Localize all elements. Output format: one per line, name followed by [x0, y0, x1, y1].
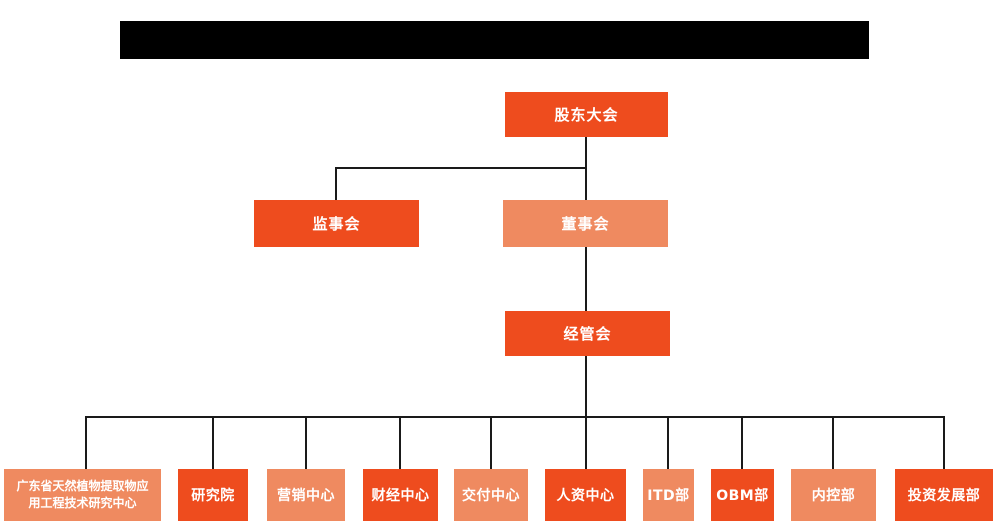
org-node-hr-center: 人资中心 — [545, 469, 626, 521]
org-node-investment-dev-dept: 投资发展部 — [895, 469, 993, 521]
connector-line-drop-investment — [943, 416, 945, 469]
org-node-label: ITD部 — [647, 488, 690, 504]
redacted-title-bar — [120, 21, 869, 59]
connector-line-bottom-bus — [85, 416, 945, 418]
org-node-label: 董事会 — [561, 215, 610, 233]
connector-line-board-to-management — [585, 247, 587, 311]
org-node-label: 监事会 — [312, 215, 361, 233]
org-node-research-institute: 研究院 — [178, 469, 248, 521]
org-node-label-line1: 广东省天然植物提取物应 — [16, 479, 149, 494]
connector-line-drop-finance — [399, 416, 401, 469]
connector-line-drop-supervisory — [335, 167, 337, 200]
connector-line-drop-hr — [585, 416, 587, 469]
connector-line-drop-itd — [667, 416, 669, 469]
org-node-delivery-center: 交付中心 — [454, 469, 528, 521]
org-node-label: 内控部 — [811, 488, 856, 504]
org-node-label: OBM部 — [716, 488, 769, 504]
org-node-label: 营销中心 — [277, 488, 335, 504]
org-node-label: 财经中心 — [371, 488, 430, 504]
connector-line-drop-research — [212, 416, 214, 469]
org-node-marketing-center: 营销中心 — [267, 469, 345, 521]
org-node-finance-center: 财经中心 — [363, 469, 438, 521]
org-node-board-of-directors: 董事会 — [503, 200, 668, 247]
connector-line-branch-supervisory — [335, 167, 587, 169]
connector-line-drop-internal-control — [832, 416, 834, 469]
org-node-gd-research-center: 广东省天然植物提取物应 用工程技术研究中心 — [4, 469, 161, 521]
org-node-label: 人资中心 — [556, 488, 615, 504]
connector-line-shareholders-to-board — [585, 137, 587, 201]
connector-line-drop-obm — [741, 416, 743, 469]
org-node-label: 交付中心 — [462, 488, 520, 504]
org-node-obm-department: OBM部 — [711, 469, 774, 521]
connector-line-management-to-bus — [585, 356, 587, 417]
org-node-label: 股东大会 — [554, 106, 619, 124]
connector-line-drop-gd-center — [85, 416, 87, 469]
org-node-label-line2: 用工程技术研究中心 — [28, 496, 137, 510]
org-node-label: 研究院 — [191, 488, 235, 504]
org-node-label: 投资发展部 — [907, 488, 981, 504]
org-node-supervisory-board: 监事会 — [254, 200, 419, 247]
connector-line-drop-marketing — [305, 416, 307, 469]
org-node-shareholders-meeting: 股东大会 — [505, 92, 668, 137]
org-node-itd-department: ITD部 — [643, 469, 694, 521]
org-node-label: 经管会 — [563, 325, 612, 343]
org-node-internal-control-dept: 内控部 — [791, 469, 876, 521]
org-node-management-committee: 经管会 — [505, 311, 670, 356]
connector-line-drop-delivery — [490, 416, 492, 469]
